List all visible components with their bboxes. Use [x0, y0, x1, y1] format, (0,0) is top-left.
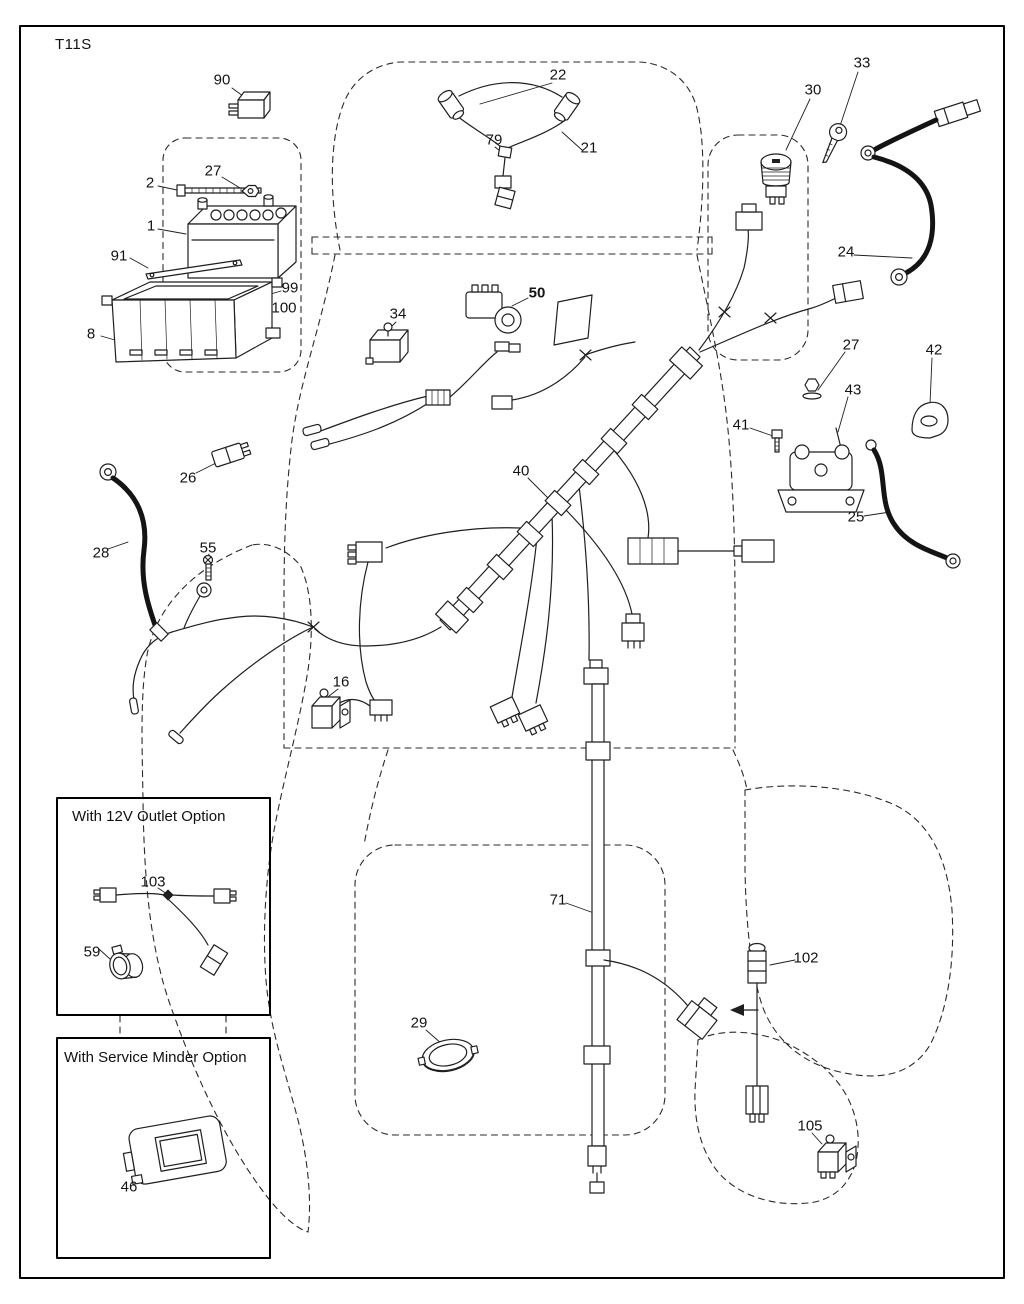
- outlet-option-title: With 12V Outlet Option: [72, 808, 226, 825]
- page-border: [19, 25, 1005, 1279]
- part-label-29: 29: [410, 1014, 428, 1032]
- service-minder-inset: [56, 1037, 271, 1259]
- hour-meter-drawing: [417, 1038, 479, 1073]
- diagram-title: T11S: [55, 36, 92, 53]
- part-label-16: 16: [332, 673, 350, 691]
- outlet-option-inset: [56, 797, 271, 1016]
- inline-fuse-drawing: [730, 942, 769, 1123]
- part-label-100: 100: [271, 299, 297, 317]
- interlock-switch-34-drawing: [365, 322, 409, 365]
- part-label-41: 41: [732, 416, 750, 434]
- ground-cable-drawing: [99, 463, 169, 642]
- part-label-8: 8: [86, 325, 96, 343]
- decal-drawing: [553, 294, 593, 346]
- part-label-46: 46: [120, 1178, 138, 1196]
- part-label-34: 34: [389, 305, 407, 323]
- main-harness-drawing: [129, 203, 864, 745]
- lower-harness-drawing: [583, 659, 718, 1194]
- part-label-24: 24: [837, 243, 855, 261]
- terminal-boot-drawing: [911, 401, 949, 439]
- part-label-99: 99: [281, 279, 299, 297]
- key-drawing: [822, 123, 848, 164]
- part-label-103: 103: [140, 873, 166, 891]
- cable-tie-marks: [307, 306, 777, 633]
- battery-cable-drawing: [860, 99, 982, 286]
- part-label-2: 2: [145, 174, 155, 192]
- part-label-1: 1: [146, 217, 156, 235]
- ground-screw-drawing: [183, 554, 214, 629]
- part-label-43: 43: [844, 381, 862, 399]
- solenoid-drawing: [771, 378, 865, 513]
- part-label-105: 105: [797, 1117, 823, 1135]
- part-label-21: 21: [580, 139, 598, 157]
- part-label-102: 102: [793, 949, 819, 967]
- part-label-25: 25: [847, 508, 865, 526]
- battery-bolt-drawing: [176, 184, 262, 198]
- headlight-harness-drawing: [437, 82, 581, 210]
- part-label-40: 40: [512, 462, 530, 480]
- service-minder-title: With Service Minder Option: [64, 1049, 247, 1066]
- switch-105-drawing: [817, 1134, 857, 1179]
- chassis-outlines: [119, 61, 954, 1233]
- battery-box-drawing: [101, 277, 283, 363]
- part-label-71: 71: [549, 891, 567, 909]
- part-label-27: 27: [842, 336, 860, 354]
- module-50-drawing: [465, 284, 593, 346]
- solenoid-cable-drawing: [865, 439, 961, 569]
- interlock-switch-16-drawing: [311, 688, 371, 729]
- part-label-50: 50: [528, 284, 546, 302]
- power-outlet-drawing: [109, 944, 144, 980]
- part-label-59: 59: [83, 943, 101, 961]
- part-label-26: 26: [179, 469, 197, 487]
- part-label-22: 22: [549, 66, 567, 84]
- part-label-30: 30: [804, 81, 822, 99]
- part-label-91: 91: [110, 247, 128, 265]
- part-label-90: 90: [213, 71, 231, 89]
- relay-drawing: [228, 91, 271, 119]
- part-label-55: 55: [199, 539, 217, 557]
- part-label-28: 28: [92, 544, 110, 562]
- service-minder-module-drawing: [122, 1115, 227, 1185]
- battery-strap-drawing: [145, 259, 243, 280]
- fuse-drawing: [211, 441, 252, 468]
- part-label-27: 27: [204, 162, 222, 180]
- part-label-79: 79: [485, 131, 503, 149]
- part-label-33: 33: [853, 54, 871, 72]
- ignition-switch-drawing: [760, 153, 792, 205]
- part-label-42: 42: [925, 341, 943, 359]
- battery-drawing: [187, 194, 297, 279]
